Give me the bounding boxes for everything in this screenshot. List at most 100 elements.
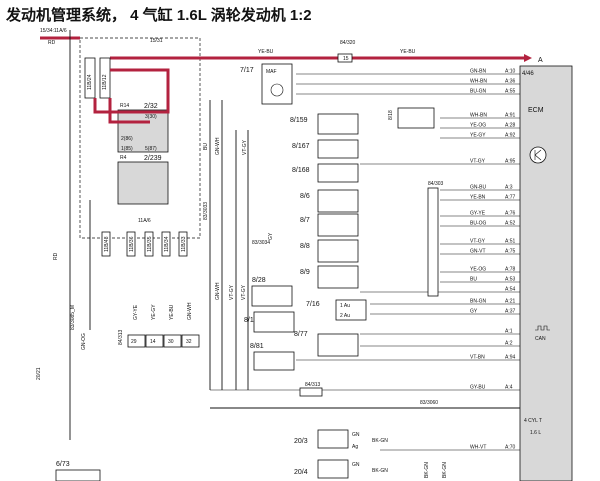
relay-r14-label: R14	[120, 103, 129, 109]
c20-3-bkgn: BK-GN	[372, 438, 388, 444]
ecm-wire-label-2: BU-GN	[470, 89, 487, 95]
ecm-pin-label-11: A:51	[505, 239, 516, 245]
ecm-wire-label-4: YE-OG	[470, 123, 486, 129]
ecm-wire-label-9: GY-YE	[470, 211, 486, 217]
ecm-wire-label-5: YE-GY	[470, 133, 486, 139]
fuse-11b34-label: 11B/34	[164, 236, 170, 252]
sensor-8-28: 8/28	[251, 277, 293, 307]
c6-73-box	[55, 469, 101, 481]
ecm-wire-label-11: VT-GY	[470, 239, 486, 245]
c8-81-box	[253, 351, 295, 371]
pin-32-label: 32	[186, 339, 192, 345]
c8-7-box	[317, 213, 359, 237]
c8-28-box	[251, 285, 293, 307]
v-ye-bu: YE-BU	[169, 304, 175, 320]
connector-84-313-mid	[299, 387, 323, 397]
coil-8-6: 8/6	[300, 189, 359, 213]
ecm-pin-label-21: A:4	[505, 385, 513, 391]
can-label: CAN	[535, 336, 546, 342]
c8-8-box	[317, 239, 359, 263]
ecm-pin-label-3: A:91	[505, 113, 516, 119]
fuse-11b24	[84, 57, 96, 99]
maf-sensor-icon	[270, 83, 284, 97]
injector-20-3: 20/3 GN BK-GN Ag	[294, 429, 388, 450]
connector-84-303-box	[427, 187, 439, 297]
connector-84-313: 29 14 30 32	[127, 334, 200, 348]
fuse-11b33-label: 11B/33	[181, 236, 187, 252]
ecm-wire-label-12: GN-VT	[470, 249, 486, 255]
ecm-label: ECM	[528, 107, 544, 114]
coil-8-7: 8/7	[300, 213, 359, 237]
c8-7-label: 8/7	[300, 217, 310, 224]
c7-16-au1: 1 Au	[340, 303, 350, 309]
wire-ye-bu-right: YE-BU	[400, 49, 416, 55]
node-84-303-label: 84/303	[428, 181, 444, 187]
ecm-wire-label-0: GN-BN	[470, 69, 487, 75]
fuse-11b35	[144, 231, 154, 257]
c8-159-label: 8/159	[290, 117, 308, 124]
ecm-pin-label-12: A:75	[505, 249, 516, 255]
c8-6-box	[317, 189, 359, 213]
fuse-11b33	[178, 231, 188, 257]
relay-r4-ref: 2/239	[144, 155, 162, 162]
ecm-pin-label-10: A:52	[505, 221, 516, 227]
c8-6-label: 8/6	[300, 193, 310, 200]
c8-18-box	[397, 107, 435, 129]
fuse-11b34	[161, 231, 171, 257]
ecm-pin-label-14: A:53	[505, 277, 516, 283]
coil-8-8: 8/8	[300, 239, 359, 263]
arrow-a-label: A	[538, 57, 543, 64]
fuse-box-outline	[79, 37, 201, 239]
arrow-a-icon	[524, 54, 532, 62]
v-gn-wh3-label: GN-WH	[215, 282, 221, 300]
c7-16-au2: 2 Au	[340, 313, 350, 319]
c20-3-gn: GN	[352, 432, 360, 438]
fuse-row: 11B/48 11B/36 11B/35 11B/34 11B/33	[101, 231, 188, 257]
ecm-wire-label-17: GY	[470, 309, 478, 315]
label-11a6: 11A/6	[138, 218, 151, 224]
ecm-wire-label-20: VT-BN	[470, 355, 485, 361]
relay-pin-87: 5(87)	[145, 146, 157, 152]
c20-4-box	[317, 459, 349, 479]
c8-28-label: 8/28	[252, 277, 266, 284]
injector-20-4: 20/4 GN BK-GN	[294, 459, 388, 479]
c20-4-bkgn: BK-GN	[372, 468, 388, 474]
top-ref: 15/34:11A/6	[40, 28, 67, 34]
c8-19-label: 8/19	[244, 317, 258, 324]
c20-4-gn: GN	[352, 462, 360, 468]
fuse-11b36	[126, 231, 136, 257]
sensor-8-81: 8/81	[250, 343, 295, 371]
c8-77-box	[317, 333, 359, 357]
c8-8-label: 8/8	[300, 243, 310, 250]
ecm-pin-label-20: A:94	[505, 355, 516, 361]
c20-3-ag: Ag	[352, 444, 358, 450]
node-83-3033-label: 83/3033	[203, 202, 209, 220]
v-gn-wh2-label: GN-WH	[215, 137, 221, 155]
sensor-8-18: 8/18	[388, 107, 435, 129]
ecm-pin-label-22: A:70	[505, 445, 516, 451]
sensor-8-159: 8/159	[290, 113, 359, 135]
c8-167-label: 8/167	[292, 143, 310, 150]
maf-ref: 7/17	[240, 67, 254, 74]
pin-32	[181, 334, 200, 348]
c8-77-label: 8/77	[294, 331, 308, 338]
node-83-3034-label: 83/3034	[252, 240, 270, 246]
pin-30-label: 30	[168, 339, 174, 345]
connector-84-303: 84/303	[427, 181, 444, 297]
ecm-transistor-symbol	[534, 149, 542, 161]
ecm-pin-label-6: A:95	[505, 159, 516, 165]
top-rd: RD	[48, 40, 56, 46]
c7-16-label: 7/16	[306, 301, 320, 308]
page-title: 发动机管理系统， 4 气缸 1.6L 涡轮发动机 1:2	[6, 7, 312, 24]
v-vt-gy3-label: VT-GY	[241, 284, 247, 300]
ecm-pin-label-18: A:1	[505, 329, 513, 335]
wire-ye-bu-left: YE-BU	[258, 49, 274, 55]
pin-14-label: 14	[150, 339, 156, 345]
ecm-wire-label-1: WH-BN	[470, 79, 487, 85]
relay-pin-86: 2(86)	[121, 136, 133, 142]
node-84-313-mid-label: 84/313	[305, 382, 321, 388]
sensor-8-167: 8/167	[292, 139, 359, 159]
coil-8-9: 8/9	[300, 265, 359, 289]
c8-159-box	[317, 113, 359, 135]
v-ye-gy: YE-GY	[151, 304, 157, 320]
